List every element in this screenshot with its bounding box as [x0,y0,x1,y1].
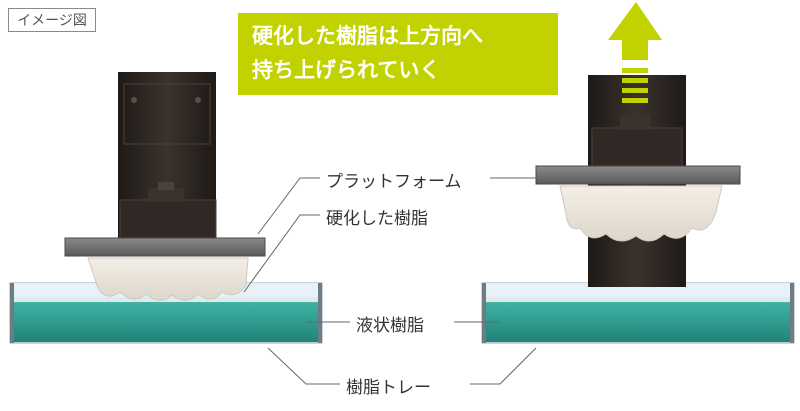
upward-arrow-icon [608,2,662,103]
left-liquid-resin [12,302,320,342]
caption-banner: 硬化した樹脂は上方向へ 持ち上げられていく [238,13,558,95]
label-cured-resin: 硬化した樹脂 [322,204,432,229]
right-knob-icon [620,116,650,130]
label-liquid-resin: 液状樹脂 [352,311,428,336]
caption-line-1: 硬化した樹脂は上方向へ [252,24,483,48]
left-printer [9,72,323,344]
right-printer [481,2,795,344]
cured-resin-leader [243,214,320,293]
platform-leader-left [257,177,320,235]
left-knob-icon [148,188,184,202]
label-platform: プラットフォーム [322,167,466,192]
left-platform [64,237,266,257]
label-resin-tray: 樹脂トレー [342,373,435,398]
right-platform [535,165,741,185]
tray-leader-right [470,347,537,385]
right-cured-resin [559,185,723,242]
caption-line-2: 持ち上げられていく [252,58,441,82]
right-liquid-resin [484,302,792,342]
left-cured-resin [87,257,249,301]
image-illustration-tag: イメージ図 [8,8,96,32]
tray-leader-left [267,347,340,385]
